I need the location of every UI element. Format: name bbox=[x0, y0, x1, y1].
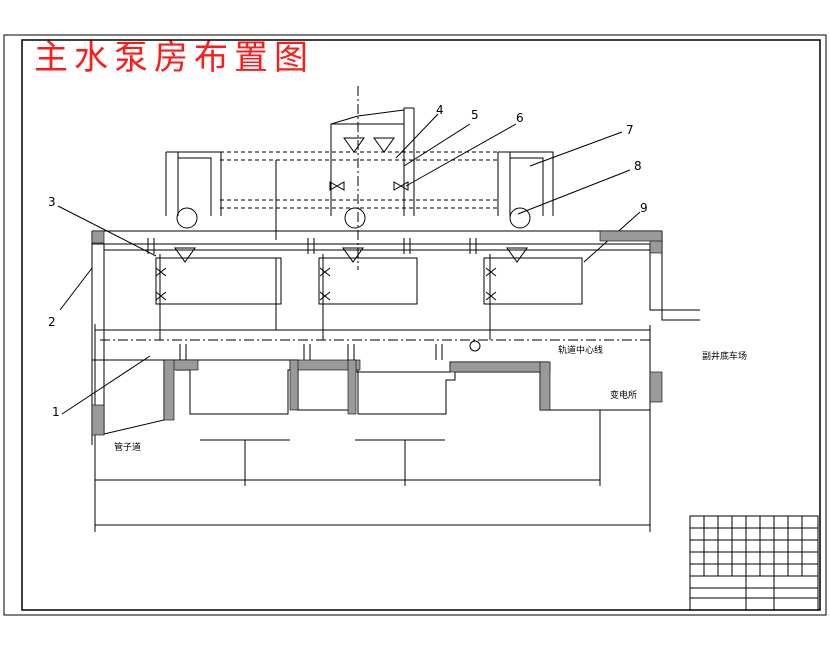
callout-6: 6 bbox=[516, 111, 524, 125]
label-shaft-yard: 副井底车场 bbox=[702, 350, 747, 362]
callout-4: 4 bbox=[436, 103, 444, 117]
callout-3: 3 bbox=[48, 195, 56, 209]
label-substation: 变电所 bbox=[610, 389, 637, 401]
drawing-title: 主水泵房布置图 bbox=[34, 38, 314, 78]
callout-1: 1 bbox=[52, 405, 60, 419]
outer-border bbox=[3, 34, 827, 616]
label-pipe-tunnel: 管子道 bbox=[114, 441, 141, 453]
drawing-labels: 轨道中心线 副井底车场 变电所 管子道 bbox=[114, 344, 747, 453]
label-track-center: 轨道中心线 bbox=[558, 344, 603, 356]
callout-numbers: 1 2 3 4 5 6 7 8 9 bbox=[48, 103, 648, 419]
plan-geometry bbox=[57, 86, 819, 611]
callout-7: 7 bbox=[626, 123, 634, 137]
callout-5: 5 bbox=[471, 108, 479, 122]
inner-border bbox=[21, 39, 821, 611]
callout-2: 2 bbox=[48, 315, 56, 329]
wall-hatching bbox=[91, 230, 663, 436]
callout-9: 9 bbox=[640, 201, 648, 215]
callout-8: 8 bbox=[634, 159, 642, 173]
